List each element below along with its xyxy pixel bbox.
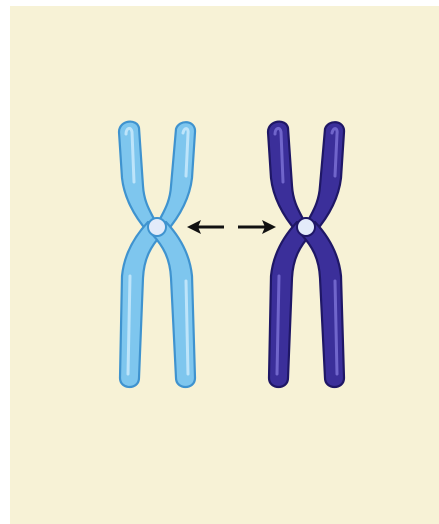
centromere	[297, 218, 315, 236]
lower-left-highlight	[128, 276, 130, 374]
lower-right-highlight	[186, 281, 188, 374]
lower-right-highlight	[335, 281, 337, 374]
centromere	[148, 218, 166, 236]
background	[10, 6, 439, 524]
lower-left-highlight	[277, 276, 279, 374]
figure-panel	[10, 6, 439, 524]
homologous-chromosomes-diagram	[10, 6, 439, 524]
